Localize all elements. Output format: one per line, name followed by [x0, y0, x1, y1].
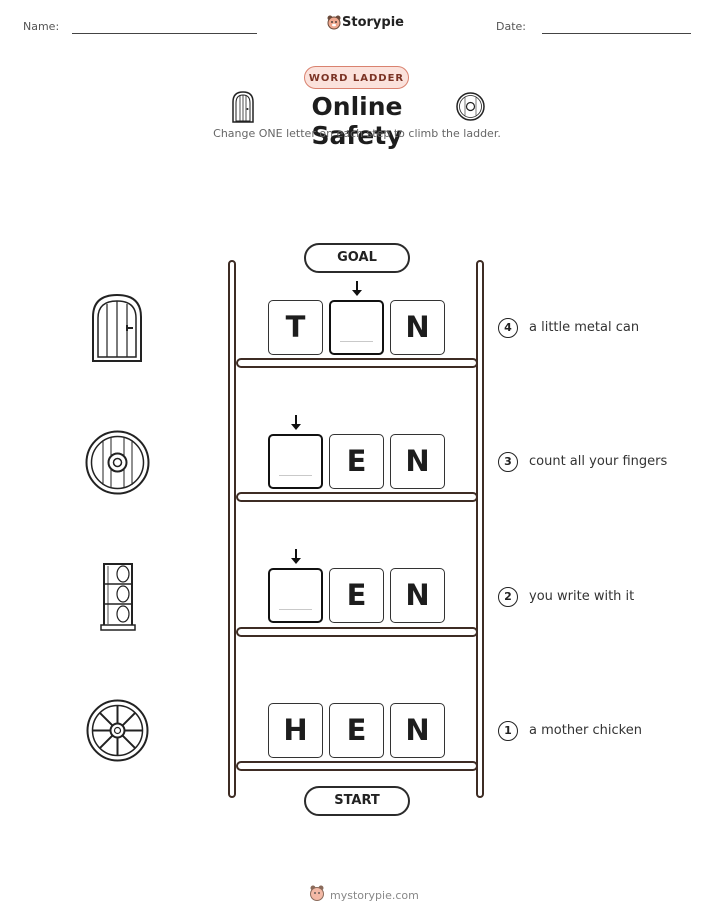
worksheet-type-badge: WORD LADDER — [304, 66, 409, 89]
shield-icon — [85, 430, 150, 495]
letter-blank-input[interactable] — [268, 434, 323, 489]
ladder-rung — [236, 627, 478, 637]
door-icon — [231, 91, 255, 123]
ladder-left-rail — [228, 260, 236, 798]
clue-text: a little metal can — [529, 320, 640, 335]
ladder-rung — [236, 492, 478, 502]
letter-box: N — [390, 703, 445, 758]
step-number: 3 — [498, 452, 518, 472]
ladder-right-rail — [476, 260, 484, 798]
footer-site[interactable]: mystorypie.com — [330, 889, 419, 902]
arrow-down-icon — [289, 415, 303, 431]
storypie-logo-icon — [326, 14, 342, 30]
arrow-down-icon — [289, 549, 303, 565]
letter-box: H — [268, 703, 323, 758]
door-icon — [91, 293, 143, 363]
letter-box: E — [329, 703, 384, 758]
step-number: 4 — [498, 318, 518, 338]
letter-box: E — [329, 434, 384, 489]
start-label: START — [304, 786, 410, 816]
clue-text: you write with it — [529, 589, 635, 604]
storypie-logo-icon — [309, 884, 325, 902]
page-title: Online Safety — [311, 92, 403, 150]
shelf-icon — [100, 562, 136, 632]
step-number: 1 — [498, 721, 518, 741]
letter-box: E — [329, 568, 384, 623]
letter-blank-input[interactable] — [268, 568, 323, 623]
letter-box: N — [390, 300, 445, 355]
brand-name: Storypie — [342, 15, 404, 30]
clue-text: count all your fingers — [529, 454, 668, 469]
shield-icon — [456, 92, 485, 121]
name-field[interactable] — [72, 33, 257, 34]
letter-box: T — [268, 300, 323, 355]
goal-label: GOAL — [304, 243, 410, 273]
ladder-rung — [236, 358, 478, 368]
wheel-icon — [86, 699, 149, 762]
date-field[interactable] — [542, 33, 691, 34]
letter-box: N — [390, 568, 445, 623]
date-label: Date: — [496, 20, 526, 33]
clue-text: a mother chicken — [529, 723, 642, 738]
letter-box: N — [390, 434, 445, 489]
arrow-down-icon — [350, 281, 364, 297]
name-label: Name: — [23, 20, 60, 33]
instructions: Change ONE letter on each step to climb … — [213, 127, 501, 140]
ladder-rung — [236, 761, 478, 771]
letter-blank-input[interactable] — [329, 300, 384, 355]
step-number: 2 — [498, 587, 518, 607]
